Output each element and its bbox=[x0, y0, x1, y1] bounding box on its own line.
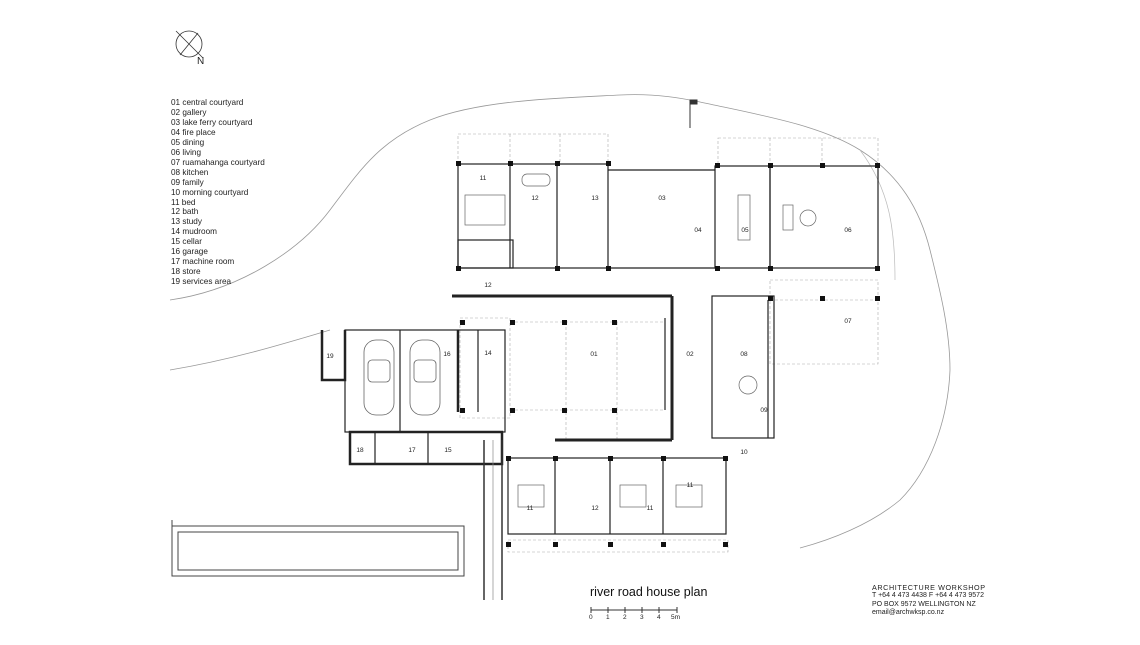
room-label: 12 bbox=[531, 195, 539, 202]
scale-label: 5m bbox=[671, 614, 681, 621]
site-contour-line bbox=[169, 94, 701, 301]
scale-label: 0 bbox=[589, 614, 593, 621]
legend-item: 14 mudroom bbox=[171, 227, 217, 237]
room-label: 14 bbox=[484, 350, 492, 357]
room-label: 05 bbox=[741, 227, 749, 234]
car-outlines bbox=[363, 339, 441, 416]
room-label: 11 bbox=[647, 505, 654, 512]
legend-item: 10 morning courtyard bbox=[171, 187, 249, 197]
room-label: 09 bbox=[760, 407, 768, 414]
building-walls bbox=[320, 163, 879, 535]
legend-item: 12 bath bbox=[171, 207, 199, 217]
legend-item: 11 bed bbox=[171, 197, 196, 207]
furniture-outlines bbox=[464, 173, 817, 508]
legend-item: 05 dining bbox=[171, 137, 205, 147]
legend-item: 03 lake ferry courtyard bbox=[171, 117, 253, 127]
firm-email[interactable]: email@archwksp.co.nz bbox=[872, 608, 945, 616]
legend-item: 15 cellar bbox=[171, 237, 202, 247]
room-label: 06 bbox=[844, 227, 852, 234]
flag-marker bbox=[689, 99, 698, 128]
room-label: 13 bbox=[591, 195, 599, 202]
room-label: 18 bbox=[356, 447, 364, 454]
room-label: 17 bbox=[408, 447, 416, 454]
legend-item: 07 ruamahanga courtyard bbox=[171, 157, 265, 167]
scale-bar bbox=[590, 607, 678, 613]
legend-item: 08 kitchen bbox=[171, 167, 209, 177]
site-contour-line bbox=[699, 101, 951, 371]
room-label: 11 bbox=[527, 505, 534, 512]
site-contour-line bbox=[169, 329, 331, 371]
room-label: 16 bbox=[443, 351, 451, 358]
legend-item: 13 study bbox=[171, 217, 202, 227]
room-label: 11 bbox=[480, 175, 487, 182]
legend-item: 01 central courtyard bbox=[171, 98, 244, 107]
scale-label: 4 bbox=[657, 614, 661, 621]
legend-item: 06 living bbox=[171, 147, 202, 157]
north-label: N bbox=[197, 56, 205, 67]
room-label: 04 bbox=[694, 227, 702, 234]
room-label: 07 bbox=[844, 318, 852, 325]
legend-item: 16 garage bbox=[171, 247, 208, 257]
legend-item: 17 machine room bbox=[171, 257, 235, 267]
north-arrow-icon bbox=[175, 30, 204, 59]
room-legend: 01 central courtyard 02 gallery 03 lake … bbox=[171, 98, 265, 287]
room-labels: 11 12 13 03 04 05 06 12 07 19 16 14 01 0… bbox=[326, 175, 852, 512]
firm-name: ARCHITECTURE WORKSHOP bbox=[872, 583, 986, 592]
office-info: ARCHITECTURE WORKSHOP T +64 4 473 4438 F… bbox=[872, 583, 986, 617]
pergola-outlines bbox=[457, 133, 879, 553]
legend-item: 02 gallery bbox=[171, 107, 207, 117]
room-label: 15 bbox=[444, 447, 452, 454]
site-contour-line bbox=[859, 149, 896, 281]
scale-label: 1 bbox=[606, 614, 610, 621]
legend-item: 04 fire place bbox=[171, 127, 216, 137]
firm-address: PO BOX 9572 WELLINGTON NZ bbox=[872, 600, 976, 608]
room-label: 08 bbox=[740, 351, 748, 358]
structural-columns bbox=[456, 161, 880, 547]
plan-title: river road house plan bbox=[590, 585, 708, 599]
firm-phone: T +64 4 473 4438 F +64 4 473 9572 bbox=[872, 592, 984, 600]
scale-label: 2 bbox=[623, 614, 627, 621]
room-label: 02 bbox=[686, 351, 694, 358]
room-label: 12 bbox=[591, 505, 599, 512]
room-label: 12 bbox=[484, 282, 492, 289]
room-label: 10 bbox=[740, 449, 748, 456]
room-label: 11 bbox=[687, 482, 694, 489]
legend-item: 09 family bbox=[171, 177, 204, 187]
site-contour-line bbox=[799, 369, 951, 549]
legend-item: 19 services area bbox=[171, 277, 232, 287]
room-label: 03 bbox=[658, 195, 666, 202]
ramp-walkway bbox=[483, 440, 503, 600]
pool-outline bbox=[171, 520, 465, 577]
room-label: 19 bbox=[326, 353, 334, 360]
room-label: 01 bbox=[590, 351, 598, 358]
legend-item: 18 store bbox=[171, 267, 201, 277]
scale-label: 3 bbox=[640, 614, 644, 621]
